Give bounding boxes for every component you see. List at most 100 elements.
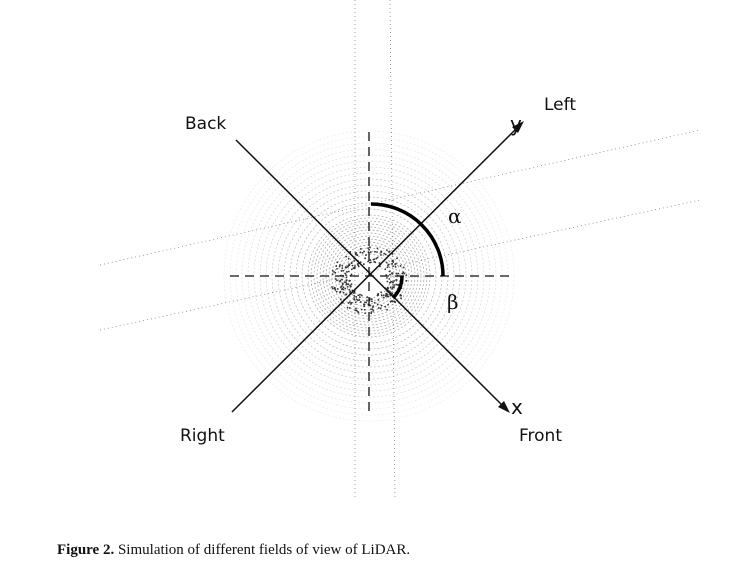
point — [344, 287, 347, 290]
point — [384, 268, 387, 271]
point — [331, 273, 334, 276]
point — [363, 305, 366, 308]
point — [334, 278, 337, 280]
point — [377, 293, 379, 296]
point — [345, 293, 347, 296]
point — [368, 246, 371, 249]
point — [359, 261, 362, 264]
figure-caption: Figure 2. Simulation of different fields… — [57, 542, 410, 559]
point — [358, 296, 361, 299]
point — [350, 302, 352, 305]
point — [389, 273, 391, 276]
point — [377, 299, 380, 301]
point — [347, 257, 350, 260]
point — [371, 300, 373, 303]
point — [369, 259, 372, 261]
point — [341, 267, 344, 270]
scan-ring — [223, 130, 515, 422]
point — [376, 256, 379, 259]
y-arrowhead — [512, 121, 524, 133]
point — [402, 266, 405, 269]
road-edge — [99, 129, 701, 266]
point — [354, 309, 357, 312]
x-arrowhead — [498, 401, 510, 413]
point — [363, 308, 366, 311]
point — [371, 308, 374, 311]
point — [357, 265, 360, 268]
point — [347, 283, 350, 286]
point — [358, 299, 361, 301]
point — [348, 280, 351, 282]
point — [335, 290, 338, 293]
point — [373, 301, 376, 304]
point — [400, 297, 402, 300]
view-lines — [231, 124, 521, 413]
point — [332, 287, 334, 290]
caption-number: Figure 2. — [57, 542, 115, 558]
point — [380, 294, 383, 297]
point — [359, 293, 361, 296]
point — [345, 270, 348, 273]
point — [384, 253, 387, 256]
point — [391, 287, 394, 290]
point — [389, 286, 392, 289]
point — [391, 260, 394, 262]
point — [397, 272, 400, 275]
point — [359, 248, 362, 250]
point — [405, 274, 408, 277]
point — [374, 261, 377, 264]
point — [360, 294, 363, 297]
point — [363, 303, 366, 306]
point — [355, 295, 358, 298]
point — [338, 265, 341, 268]
point — [359, 251, 362, 254]
point — [366, 296, 369, 299]
point — [356, 263, 359, 265]
point — [342, 269, 345, 272]
point — [336, 279, 338, 282]
point — [345, 283, 348, 286]
point — [351, 264, 354, 267]
point — [394, 265, 397, 268]
point — [353, 298, 356, 301]
lidar-point-cloud-figure — [99, 0, 701, 501]
scan-ring — [346, 253, 392, 299]
point — [386, 276, 388, 279]
point — [388, 250, 390, 253]
point — [346, 306, 349, 309]
point — [386, 286, 389, 289]
point — [357, 294, 360, 297]
point — [403, 272, 406, 275]
point — [339, 279, 342, 282]
point — [393, 300, 396, 303]
point — [380, 291, 383, 294]
point — [356, 299, 359, 302]
point — [350, 273, 353, 276]
point — [364, 257, 367, 260]
point — [374, 250, 376, 253]
point — [352, 267, 355, 270]
point — [356, 254, 359, 257]
road-edge — [99, 199, 701, 331]
road-edge — [389, 0, 396, 501]
label-back: Back — [185, 114, 227, 134]
point — [339, 298, 342, 301]
point — [342, 282, 344, 285]
scan-ring — [241, 148, 497, 404]
point — [363, 250, 365, 253]
point — [335, 265, 338, 267]
point — [386, 266, 389, 269]
point — [336, 287, 339, 290]
point — [353, 260, 356, 262]
point — [349, 285, 352, 288]
point — [340, 269, 343, 272]
point — [396, 283, 399, 286]
point — [384, 305, 387, 308]
point — [399, 294, 402, 296]
label-front: Front — [519, 426, 562, 446]
point — [333, 271, 335, 273]
point — [396, 257, 398, 260]
point — [380, 250, 383, 253]
point — [344, 281, 346, 284]
point — [360, 308, 363, 311]
